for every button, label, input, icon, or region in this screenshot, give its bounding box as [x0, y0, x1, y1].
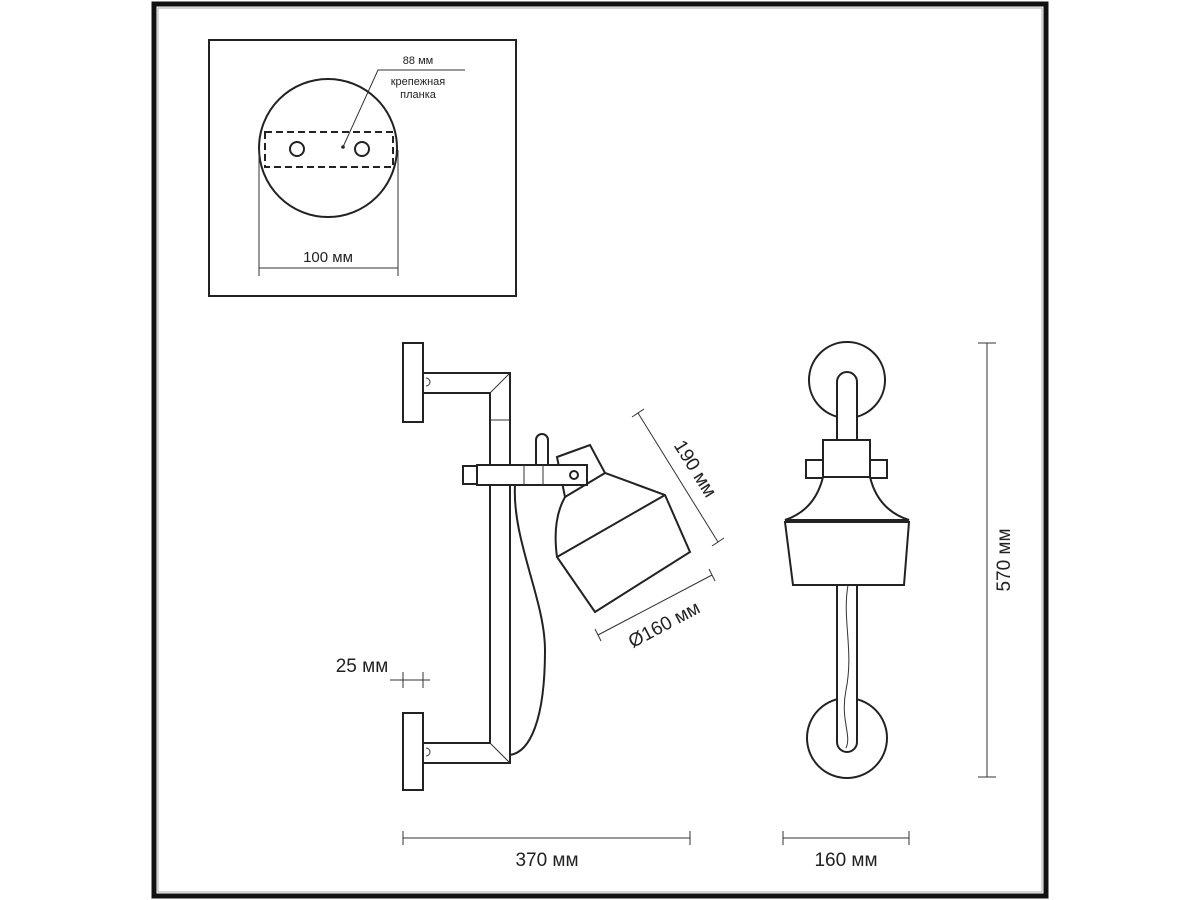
total-width-label: 160 мм [814, 850, 877, 871]
front-view: 570 мм 160 мм [782, 341, 1015, 871]
dim-tick [708, 568, 716, 582]
screw-hole-right [354, 141, 370, 157]
dim-line-160-diameter [597, 574, 713, 636]
wall-plate-bottom [402, 712, 424, 791]
arm-frame [422, 372, 511, 764]
shade-drum [783, 521, 911, 586]
total-height-label: 570 мм [994, 528, 1015, 591]
shade-height-label: 190 мм [669, 437, 720, 502]
plate-label-line1: крепежная [391, 76, 446, 88]
lamp-shade [554, 443, 692, 614]
side-view: 190 мм Ø160 мм 25 мм 370 мм [336, 342, 725, 871]
mounting-plate-dashed [264, 131, 394, 168]
outer-frame-inner [157, 7, 1043, 893]
dim-line-190 [637, 412, 719, 543]
leader-line [342, 69, 465, 148]
plate-length-label: 88 мм [403, 55, 433, 67]
stem-bottom [836, 585, 858, 753]
socket-housing [822, 439, 871, 478]
dim-tick [631, 408, 645, 418]
shade-cone [784, 476, 910, 521]
total-projection-label: 370 мм [515, 850, 578, 871]
power-cable [509, 484, 547, 756]
bracket-left [805, 459, 824, 479]
front-cable [843, 584, 850, 749]
plate-label-line2: планка [400, 89, 437, 101]
wall-plate-top [402, 342, 424, 423]
arm-miter-top [489, 372, 511, 394]
screw-top [425, 377, 431, 387]
shade-band-line [556, 494, 666, 558]
stem-top [836, 371, 858, 440]
screw-hole-left [289, 141, 305, 157]
clamp-knob [462, 465, 478, 485]
screw-bottom [425, 747, 431, 757]
pivot-screw [569, 470, 579, 480]
arm-miter-bottom [489, 742, 511, 764]
base-circle [258, 78, 398, 218]
shade-diameter-label: Ø160 мм [625, 598, 704, 653]
base-diameter-label: 100 мм [303, 249, 353, 266]
plate-depth-label: 25 мм [336, 656, 389, 677]
dim-tick [711, 537, 725, 547]
cable-hook [535, 433, 549, 468]
dim-tick [594, 628, 602, 642]
inset-border [208, 39, 517, 297]
outer-frame [151, 1, 1049, 899]
mount-detail-inset: 88 мм крепежная планка 100 мм [208, 39, 517, 297]
bracket-right [869, 459, 888, 479]
